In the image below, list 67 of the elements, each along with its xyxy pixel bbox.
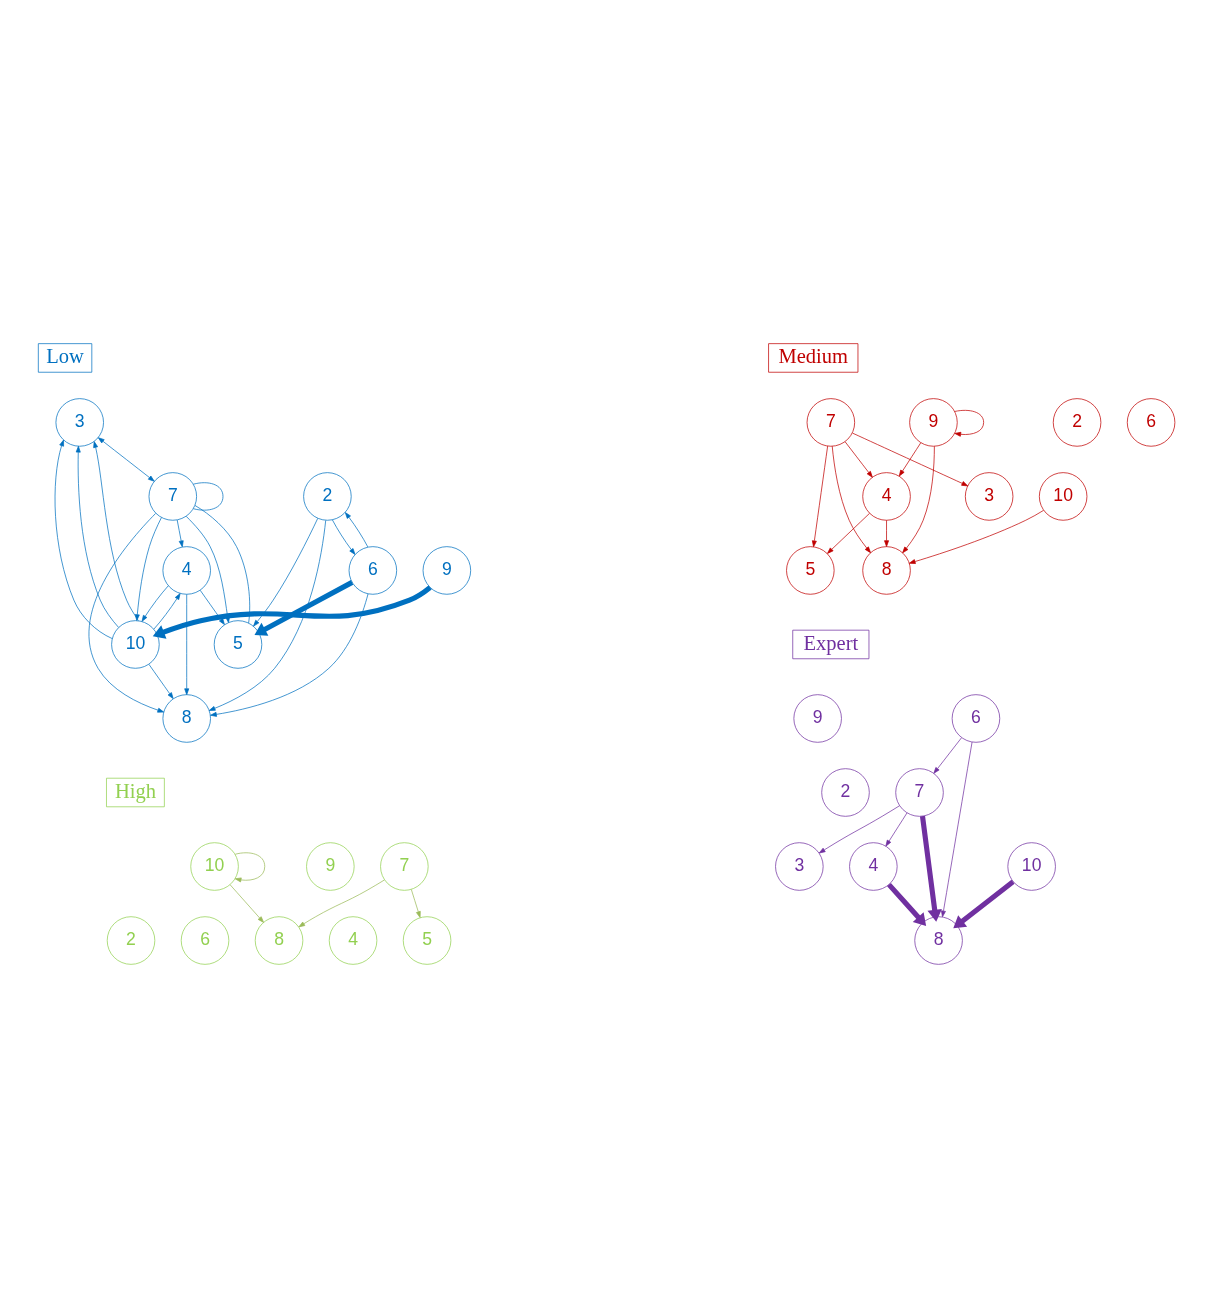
arrow bbox=[184, 594, 190, 695]
arrow bbox=[344, 512, 369, 548]
node-circle: 6 bbox=[180, 916, 230, 965]
node-circle: 9 bbox=[422, 546, 472, 595]
arrow bbox=[332, 519, 356, 555]
node-circle: 10 bbox=[111, 620, 160, 669]
node-circle: 10 bbox=[190, 842, 239, 891]
arrow bbox=[885, 812, 908, 847]
arrow bbox=[153, 593, 181, 630]
node-circle: 5 bbox=[402, 916, 452, 965]
node-box: High bbox=[106, 777, 165, 808]
arrow bbox=[97, 437, 155, 482]
arrow bbox=[811, 445, 828, 548]
node-circle: 7 bbox=[380, 842, 429, 891]
node-circle: 4 bbox=[328, 916, 378, 965]
arrow bbox=[148, 663, 174, 699]
arrow bbox=[831, 445, 871, 554]
node-circle: 2 bbox=[1052, 398, 1102, 447]
arrow bbox=[884, 519, 889, 547]
arrow bbox=[827, 512, 870, 554]
node-circle: 9 bbox=[909, 398, 958, 447]
connector bbox=[193, 482, 224, 511]
arrow bbox=[210, 593, 369, 717]
arrow bbox=[908, 509, 1044, 564]
node-circle: 6 bbox=[1126, 398, 1176, 447]
arrow bbox=[852, 432, 969, 487]
arrow bbox=[953, 879, 1015, 929]
node-circle: 3 bbox=[964, 472, 1014, 521]
node-circle: 2 bbox=[106, 916, 156, 965]
arrow bbox=[176, 519, 184, 548]
arrow bbox=[199, 589, 225, 625]
arrow bbox=[141, 585, 169, 622]
arrow bbox=[88, 513, 165, 713]
node-circle: 9 bbox=[306, 842, 355, 891]
arrow bbox=[818, 805, 900, 854]
arrow bbox=[410, 889, 421, 918]
arrow bbox=[954, 410, 984, 437]
node-circle: 9 bbox=[793, 694, 842, 743]
node-box: Medium bbox=[768, 343, 859, 373]
arrow bbox=[902, 445, 935, 554]
arrow bbox=[253, 518, 319, 627]
node-box: Expert bbox=[792, 629, 870, 660]
arrow bbox=[887, 882, 927, 926]
node-circle: 10 bbox=[1038, 472, 1088, 521]
node-box: Low bbox=[37, 343, 93, 373]
arrow bbox=[933, 737, 962, 774]
arrow bbox=[229, 884, 264, 923]
node-circle: 4 bbox=[162, 546, 211, 595]
arrow bbox=[152, 585, 432, 639]
node-circle: 4 bbox=[849, 842, 898, 891]
arrow bbox=[298, 879, 385, 928]
arrow bbox=[898, 442, 922, 477]
arrow bbox=[919, 815, 942, 922]
node-circle: 8 bbox=[914, 916, 963, 965]
arrow bbox=[54, 439, 113, 639]
arrow bbox=[844, 441, 873, 478]
node-circle: 7 bbox=[806, 398, 856, 447]
node-circle: 2 bbox=[821, 768, 870, 817]
node-circle: 10 bbox=[1007, 842, 1056, 891]
arrow bbox=[134, 517, 162, 621]
arrow bbox=[234, 852, 266, 883]
arrow bbox=[941, 741, 973, 918]
arrow bbox=[93, 441, 139, 622]
arrow bbox=[254, 580, 354, 636]
arrow bbox=[75, 445, 119, 628]
arrow bbox=[208, 520, 327, 711]
node-circle: 6 bbox=[951, 694, 1001, 743]
